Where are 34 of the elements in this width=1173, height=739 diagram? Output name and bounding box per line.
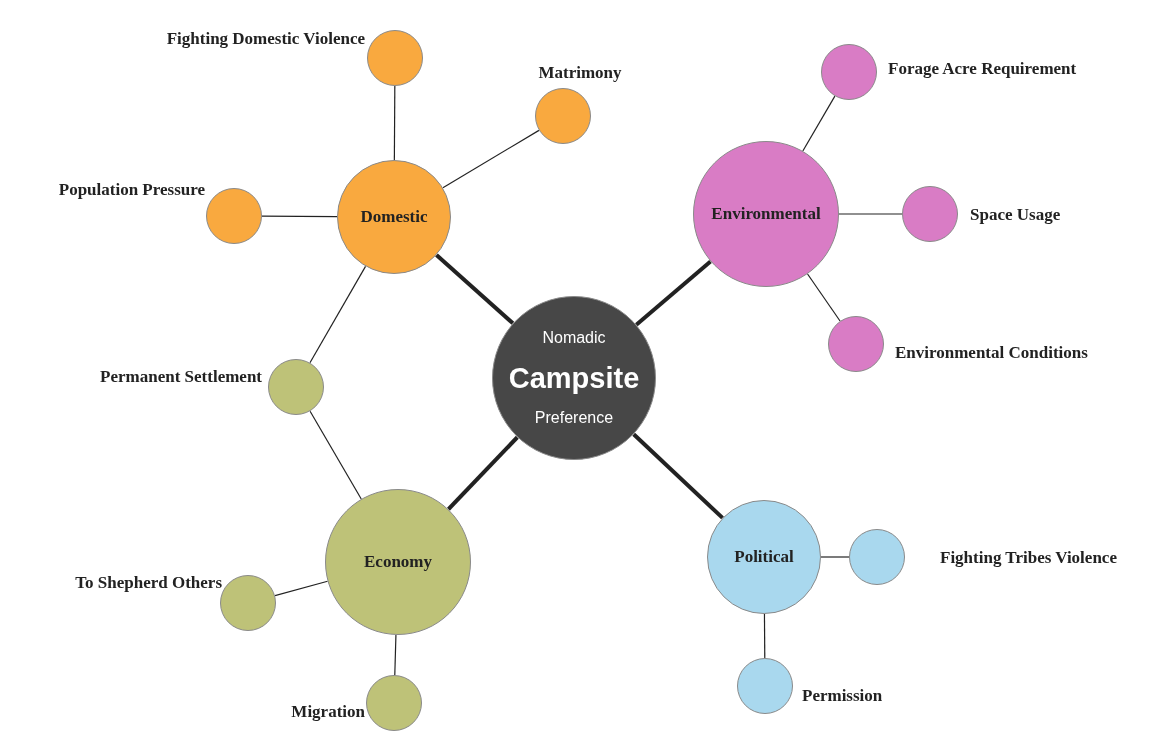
connector-line [309, 265, 367, 364]
topic-label: Permission [802, 686, 883, 704]
connector-line [820, 556, 850, 558]
topic-label: Matrimony [538, 63, 622, 81]
connector-line [274, 580, 329, 597]
topic-label: To Shepherd Others [75, 573, 222, 591]
connector-line [632, 432, 724, 520]
connector-line [838, 213, 903, 215]
center-text: Preference [534, 408, 614, 429]
center-text: Nomadic [542, 327, 606, 348]
connector-line [435, 253, 515, 325]
connector-line [447, 435, 519, 511]
topic-label: Environmental Conditions [895, 343, 1088, 361]
center-text: Campsite [508, 360, 640, 396]
connector-line [393, 85, 396, 161]
category-label: Domestic [360, 206, 428, 229]
connector-line [309, 410, 362, 500]
connector-line [635, 259, 712, 327]
topic-label: Permanent Settlement [100, 367, 262, 385]
topic-label: Space Usage [970, 205, 1061, 223]
connector-line [442, 129, 540, 189]
connector-line [394, 634, 397, 676]
topic-label: Population Pressure [58, 180, 205, 198]
topic-label: Fighting Domestic Violence [166, 29, 365, 47]
topic-label: Fighting Tribes Violence [940, 548, 1117, 566]
category-label: Environmental [711, 203, 821, 226]
connector-line [802, 95, 836, 152]
category-label: Political [734, 546, 794, 569]
connector-line [261, 215, 338, 218]
connector-line [806, 273, 841, 322]
topic-label: Migration [291, 702, 365, 720]
connector-line [763, 613, 766, 659]
topic-label: Forage Acre Requirement [888, 59, 1077, 77]
category-label: Economy [364, 551, 432, 574]
